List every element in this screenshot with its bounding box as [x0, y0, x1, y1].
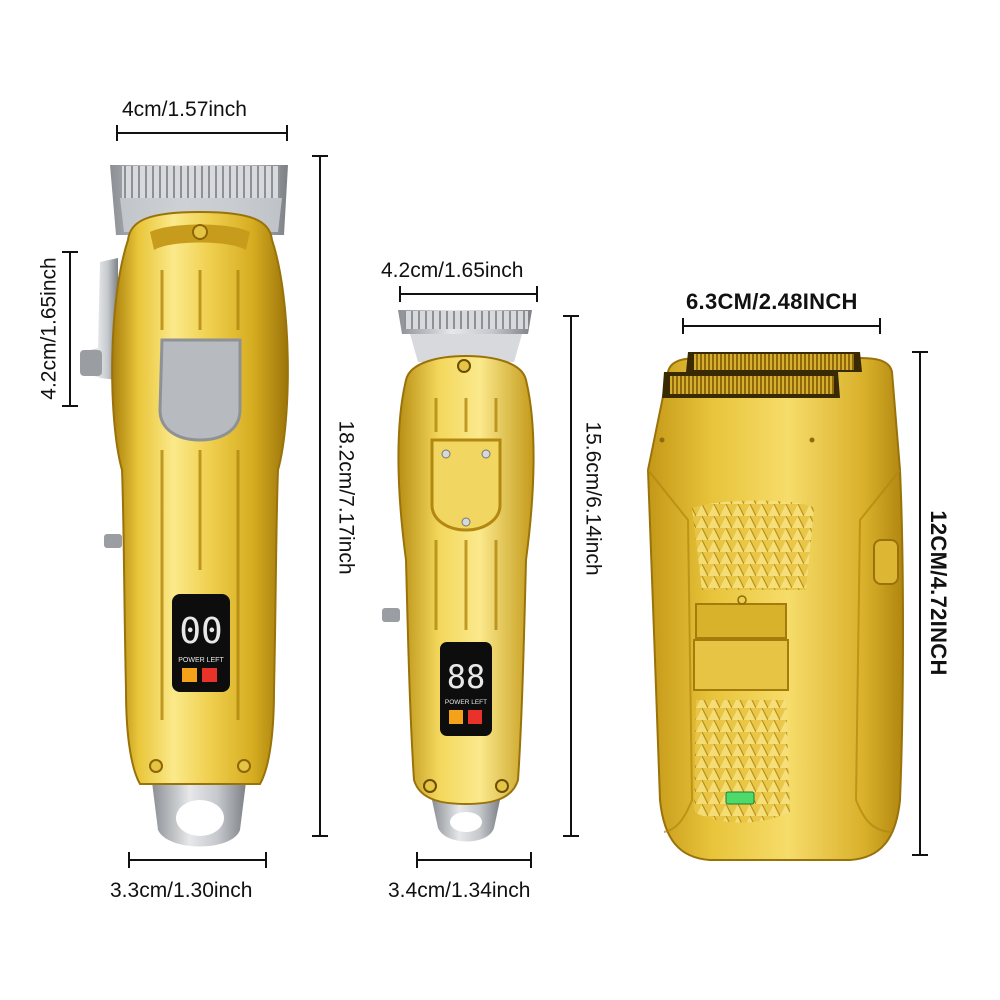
- hair-clipper: 00 POWER LEFT: [80, 165, 289, 847]
- clipper-width-label: 4cm/1.57inch: [122, 98, 247, 121]
- clipper-head-height-label: 4.2cm/1.65inch: [37, 257, 61, 400]
- shaver-height-label: 12CM/4.72INCH: [926, 510, 951, 676]
- foil-shaver: [646, 352, 904, 861]
- clipper-lcd-caption: POWER LEFT: [178, 657, 224, 664]
- trimmer-height-label: 15.6cm/6.14inch: [581, 421, 605, 576]
- trimmer-bottom-width-label: 3.4cm/1.34inch: [388, 879, 531, 902]
- t-blade-trimmer: 88 POWER LEFT: [382, 310, 535, 842]
- clipper-lcd-digits: 00: [179, 611, 222, 652]
- dimension-lines: [62, 125, 928, 868]
- trimmer-lcd-digits: 88: [447, 658, 486, 696]
- trimmer-width-label: 4.2cm/1.65inch: [381, 259, 524, 282]
- shaver-width-label: 6.3CM/2.48INCH: [686, 289, 858, 314]
- trimmer-lcd-caption: POWER LEFT: [445, 699, 487, 706]
- clipper-bottom-width-label: 3.3cm/1.30inch: [110, 879, 253, 902]
- clipper-height-label: 18.2cm/7.17inch: [334, 420, 358, 575]
